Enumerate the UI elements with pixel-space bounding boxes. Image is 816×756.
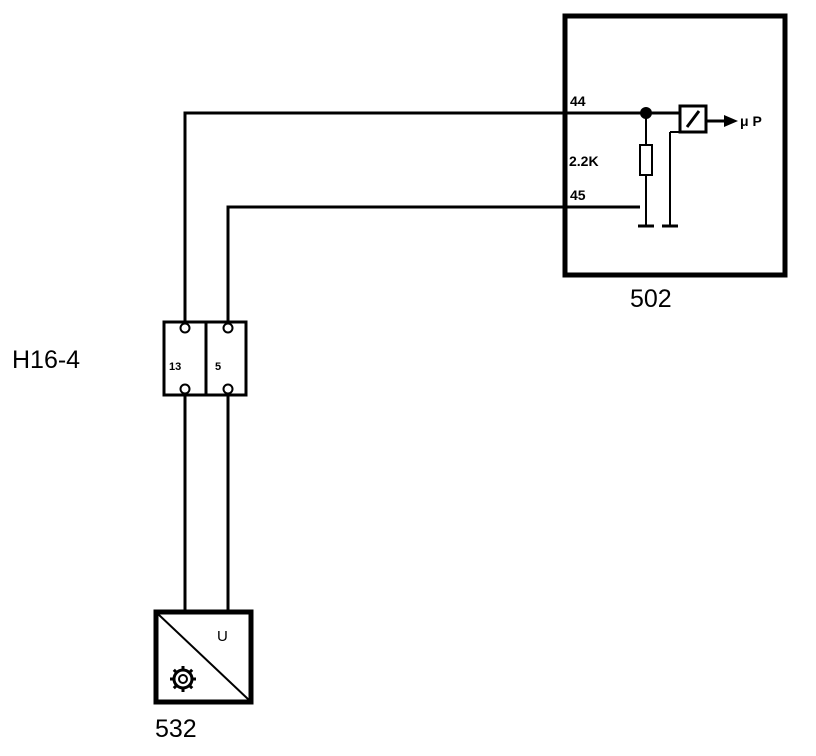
- ground-wire: [226, 205, 640, 325]
- connector-id: H16-4: [12, 346, 80, 374]
- connector-pin-right-label: 5: [215, 361, 221, 373]
- ecu-id: 502: [630, 285, 672, 313]
- ecu-pin-signal-label: 44: [570, 93, 586, 109]
- ecu-box: [562, 13, 788, 278]
- connector-pin-right: [204, 320, 248, 397]
- resistor-icon: [639, 144, 653, 176]
- buffer-icon: [678, 104, 708, 134]
- pin-hole-icon: [179, 322, 191, 334]
- sensor-id: 532: [155, 715, 197, 743]
- sensor-symbol: U: [217, 628, 228, 645]
- resistor-value-label: 2.2K: [569, 153, 599, 169]
- pin-hole-icon: [222, 383, 234, 395]
- pin-hole-icon: [179, 383, 191, 395]
- connector-pin-left: [162, 320, 208, 397]
- signal-wire: [183, 111, 646, 325]
- output-arrow-icon: [724, 115, 738, 127]
- schmitt-symbol: [685, 110, 701, 128]
- sensor-diagonal: [157, 613, 250, 701]
- connector-pin-left-label: 13: [169, 361, 181, 373]
- pin-hole-icon: [222, 322, 234, 334]
- ecu-pin-ground-label: 45: [570, 187, 586, 203]
- output-label: μ P: [740, 113, 762, 129]
- gear-icon: [170, 666, 196, 692]
